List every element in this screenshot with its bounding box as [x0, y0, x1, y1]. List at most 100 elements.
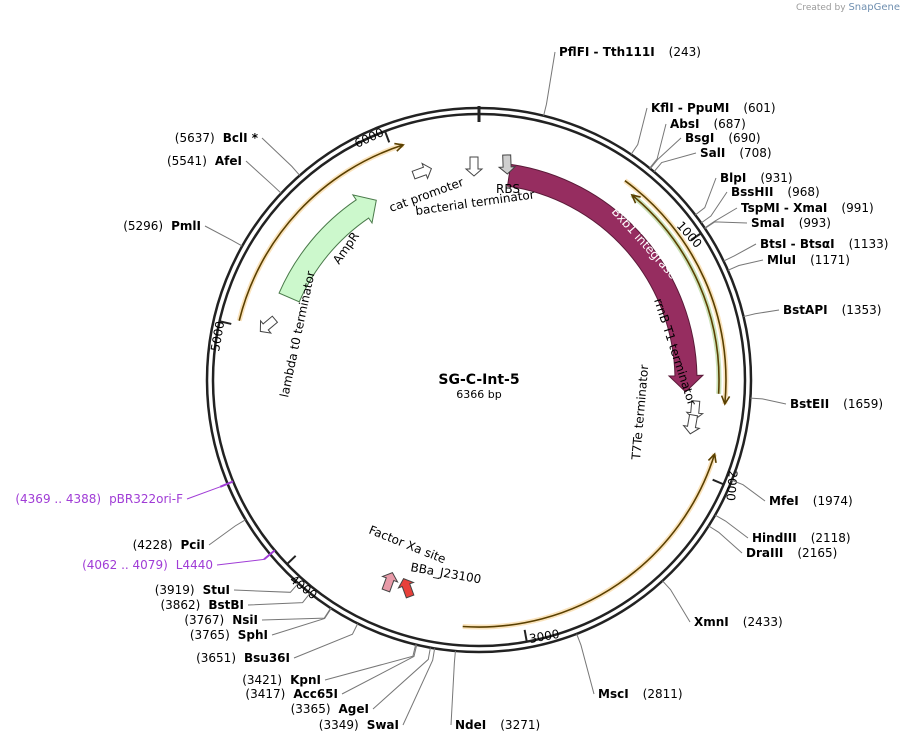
tick-mark	[690, 232, 702, 241]
lambda-t0-marker	[259, 315, 279, 334]
site-position: (968)	[787, 185, 819, 199]
site-name: BstAPI	[783, 303, 828, 317]
primer-name: L4440	[176, 558, 213, 572]
site-name: NsiI	[232, 613, 258, 627]
site-position: (3271)	[500, 718, 540, 732]
orf-arrowhead	[720, 395, 731, 406]
site-position: (708)	[739, 146, 771, 160]
site-name: BssHII	[731, 185, 773, 199]
site-position: (687)	[713, 117, 745, 131]
orf-arc	[624, 180, 727, 405]
site-name: KpnI	[290, 673, 321, 687]
site-leader	[204, 225, 243, 247]
tick-label: 6000	[352, 125, 386, 151]
site-position: (3919)	[155, 583, 195, 597]
site-leader	[700, 191, 728, 224]
site-position: (3365)	[291, 702, 331, 716]
restriction-site-layer: PflFI - Tth111I(243)KflI - PpuMI(601)Abs…	[123, 45, 888, 732]
t7te-terminator-label: T7Te terminator	[629, 364, 651, 461]
site-position: (2433)	[743, 615, 783, 629]
site-leader	[233, 583, 299, 593]
site-position: (601)	[743, 101, 775, 115]
watermark-prefix: Created by	[796, 3, 846, 13]
site-name: MluI	[767, 253, 796, 267]
site-name: AbsI	[670, 117, 699, 131]
plasmid-length: 6366 bp	[456, 388, 501, 401]
site-leader	[576, 633, 595, 695]
watermark-brand: SnapGene	[848, 2, 900, 13]
site-name: BclI *	[223, 131, 259, 145]
site-position: (1353)	[842, 303, 882, 317]
site-name: StuI	[203, 583, 230, 597]
tick-label: 2000	[723, 470, 740, 502]
site-leader	[247, 592, 311, 606]
rbs-marker	[497, 154, 517, 175]
site-leader	[723, 243, 757, 262]
site-position: (4228)	[133, 538, 173, 552]
snapgene-watermark: Created by SnapGene	[796, 2, 900, 13]
site-name: SalI	[700, 146, 725, 160]
site-position: (5637)	[175, 131, 215, 145]
tick-label: 5000	[208, 320, 227, 353]
orf-arc	[631, 194, 720, 394]
site-leader	[372, 647, 431, 710]
site-position: (991)	[841, 201, 873, 215]
factor-xa-site-label: Factor Xa site	[367, 523, 448, 567]
site-name: PmlI	[171, 219, 201, 233]
site-leader	[708, 525, 743, 554]
site-leader	[704, 221, 748, 229]
site-name: DraIII	[746, 546, 783, 560]
factor-xa-marker	[381, 571, 399, 593]
site-leader	[293, 623, 359, 659]
tick-mark	[523, 629, 528, 642]
site-position: (1171)	[810, 253, 850, 267]
site-position: (993)	[799, 216, 831, 230]
tick-mark	[286, 555, 297, 565]
site-position: (2811)	[643, 687, 683, 701]
site-name: HindIII	[752, 531, 797, 545]
tick-mark	[384, 130, 391, 143]
bba-j23100-marker	[397, 577, 415, 599]
site-leader	[324, 644, 417, 681]
site-position: (1133)	[849, 237, 889, 251]
site-name: TspMI - XmaI	[741, 201, 827, 215]
site-name: SphI	[238, 628, 268, 642]
site-leader	[649, 137, 682, 169]
orf-arrowhead	[630, 193, 641, 204]
site-position: (3421)	[242, 673, 282, 687]
site-position: (2118)	[811, 531, 851, 545]
site-leader	[261, 607, 332, 621]
site-position: (690)	[728, 131, 760, 145]
site-name: Acc65I	[293, 687, 338, 701]
tick-label: 3000	[528, 627, 561, 646]
site-name: MfeI	[769, 494, 799, 508]
site-leader	[731, 479, 766, 502]
orf-arc	[462, 453, 716, 628]
primer-range: (4062 .. 4079)	[82, 558, 168, 572]
site-position: (3417)	[245, 687, 285, 701]
primer-mark	[263, 549, 276, 561]
site-name: BsgI	[685, 131, 714, 145]
site-name: SmaI	[751, 216, 785, 230]
site-leader	[750, 397, 787, 405]
primer-leader	[186, 486, 221, 500]
site-name: PciI	[181, 538, 206, 552]
orf-arrowhead	[707, 452, 717, 464]
plasmid-name: SG-C-Int-5	[438, 372, 519, 388]
bacterial-terminator-marker	[464, 156, 484, 177]
site-name: SwaI	[367, 718, 399, 732]
primer-name: pBR322ori-F	[109, 492, 183, 506]
site-name: MscI	[598, 687, 629, 701]
tick-mark	[219, 320, 232, 325]
site-name: Bsu36I	[244, 651, 290, 665]
site-leader	[653, 152, 697, 173]
site-position: (243)	[669, 45, 701, 59]
primer-range: (4369 .. 4388)	[15, 492, 101, 506]
orf-arc	[238, 144, 404, 321]
tick-mark	[712, 478, 725, 486]
site-leader	[450, 650, 456, 726]
site-name: NdeI	[455, 718, 486, 732]
site-leader	[630, 107, 648, 155]
site-leader	[543, 51, 556, 116]
